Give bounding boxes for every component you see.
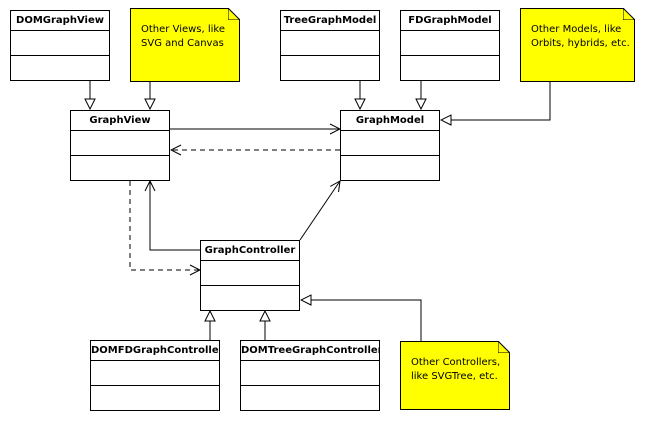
note-line: Other Views, like	[141, 24, 226, 35]
class-treegraphmodel[interactable]: TreeGraphModel	[280, 10, 380, 81]
class-attributes	[11, 31, 109, 56]
class-graphmodel[interactable]: GraphModel	[340, 110, 440, 181]
class-fdgraphmodel[interactable]: FDGraphModel	[400, 10, 500, 81]
assoc-graphcontroller-graphmodel	[299, 181, 340, 241]
class-attributes	[71, 131, 169, 156]
class-domgraphview[interactable]: DOMGraphView	[10, 10, 110, 81]
class-graphcontroller[interactable]: GraphController	[200, 240, 300, 311]
class-operations	[341, 156, 439, 180]
class-attributes	[241, 361, 379, 386]
note-fold-icon	[498, 341, 510, 353]
note-other-views: Other Views, like SVG and Canvas	[130, 8, 240, 82]
class-operations	[401, 56, 499, 80]
class-graphview[interactable]: GraphView	[70, 110, 170, 181]
class-operations	[201, 286, 299, 310]
class-operations	[71, 156, 169, 180]
assoc-graphcontroller-graphview	[150, 181, 200, 251]
class-operations	[11, 56, 109, 80]
note-fold-icon	[623, 8, 635, 20]
class-name: GraphModel	[341, 111, 439, 131]
class-domtreegraphcontroller[interactable]: DOMTreeGraphController	[240, 340, 380, 411]
note-line: Other Controllers,	[411, 357, 501, 368]
class-attributes	[341, 131, 439, 156]
note-other-controllers: Other Controllers, like SVGTree, etc.	[400, 341, 510, 410]
class-attributes	[401, 31, 499, 56]
note-line: Orbits, hybrids, etc.	[531, 38, 630, 49]
class-operations	[281, 56, 379, 80]
class-attributes	[91, 361, 219, 386]
note-fold-icon	[228, 8, 240, 20]
class-name: DOMGraphView	[11, 11, 109, 31]
note-line: Other Models, like	[531, 24, 622, 35]
note-line: like SVGTree, etc.	[411, 371, 498, 382]
class-operations	[91, 386, 219, 410]
note-other-models: Other Models, like Orbits, hybrids, etc.	[520, 8, 635, 82]
class-domfdgraphcontroller[interactable]: DOMFDGraphController	[90, 340, 220, 411]
inherit-controllersnote-graphcontroller	[301, 300, 422, 341]
class-name: DOMFDGraphController	[91, 341, 219, 361]
class-operations	[241, 386, 379, 410]
dep-graphview-graphcontroller	[129, 181, 200, 270]
class-name: TreeGraphModel	[281, 11, 379, 31]
class-name: FDGraphModel	[401, 11, 499, 31]
class-name: GraphController	[201, 241, 299, 261]
note-line: SVG and Canvas	[141, 38, 224, 49]
class-attributes	[201, 261, 299, 286]
class-name: GraphView	[71, 111, 169, 131]
inherit-modelsnote-graphmodel	[441, 82, 551, 120]
class-attributes	[281, 31, 379, 56]
class-name: DOMTreeGraphController	[241, 341, 379, 361]
